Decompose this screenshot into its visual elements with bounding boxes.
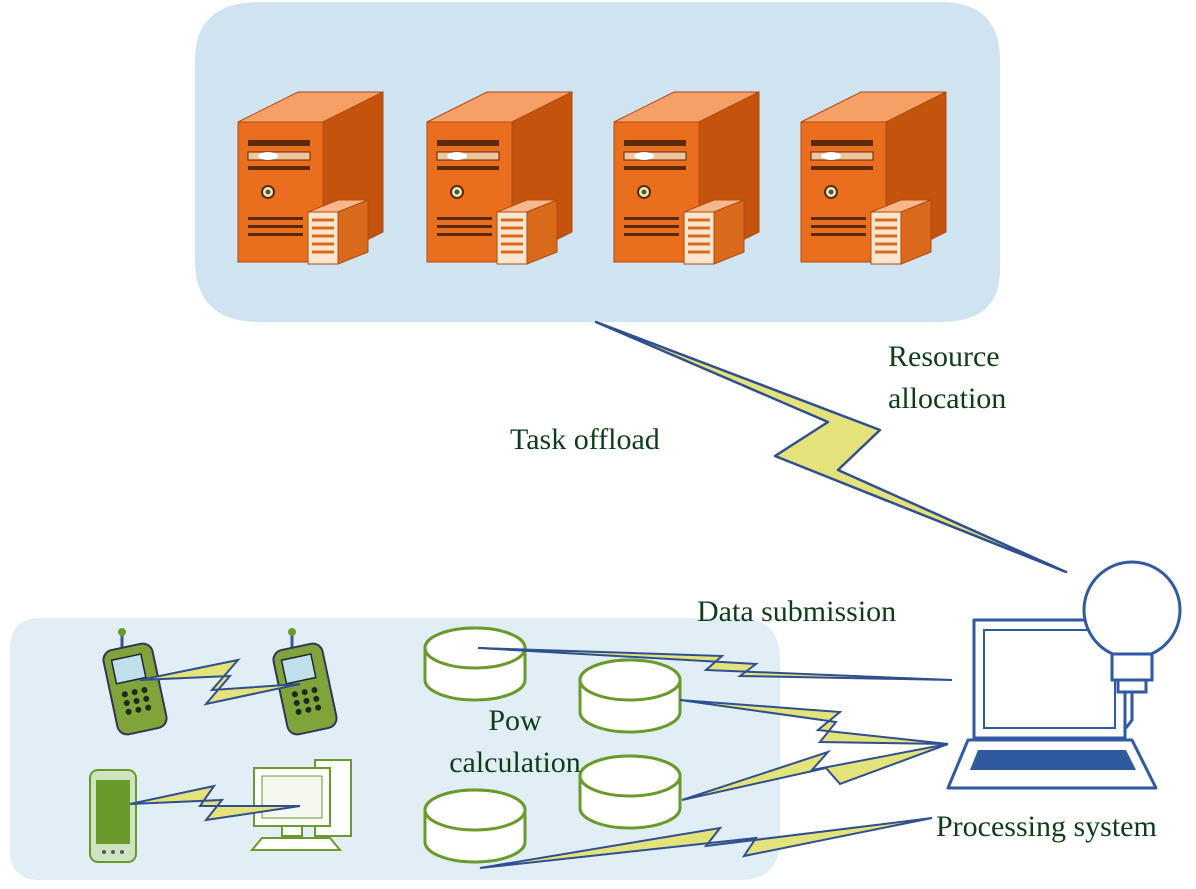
- lightbulb-icon: [1082, 560, 1182, 729]
- server-4-icon: [799, 90, 948, 266]
- lightning-task-offload: [594, 320, 1068, 574]
- disk-3-icon: [578, 754, 682, 830]
- lightning-data-1: [477, 647, 953, 681]
- pow-calculation-line-2: calculation: [449, 746, 581, 779]
- disk-4-icon: [423, 788, 527, 864]
- resource-allocation-label: Resource allocation: [888, 336, 1006, 420]
- data-submission-label: Data submission: [697, 595, 897, 628]
- processing-system-label: Processing system: [936, 810, 1157, 843]
- pow-calculation-label: Pow calculation: [440, 700, 590, 784]
- server-1-icon: [236, 90, 385, 266]
- lightning-phone-link: [139, 658, 301, 706]
- cloud-region: [195, 2, 1000, 322]
- server-3-icon: [612, 90, 761, 266]
- task-offload-label: Task offload: [510, 423, 660, 456]
- disk-2-icon: [578, 658, 682, 734]
- pow-calculation-line-1: Pow: [488, 704, 542, 737]
- lightning-pc-link: [129, 784, 301, 822]
- desktop-pc-icon: [249, 759, 352, 851]
- lightning-data-4: [479, 817, 933, 869]
- phone-2-icon: [272, 628, 338, 736]
- disk-1-icon: [423, 626, 527, 702]
- smartphone-icon: [89, 769, 137, 863]
- resource-allocation-line-1: Resource: [888, 340, 1000, 373]
- resource-allocation-line-2: allocation: [888, 382, 1007, 415]
- phone-1-icon: [102, 628, 168, 736]
- server-2-icon: [425, 90, 574, 266]
- lightning-data-3: [681, 743, 949, 801]
